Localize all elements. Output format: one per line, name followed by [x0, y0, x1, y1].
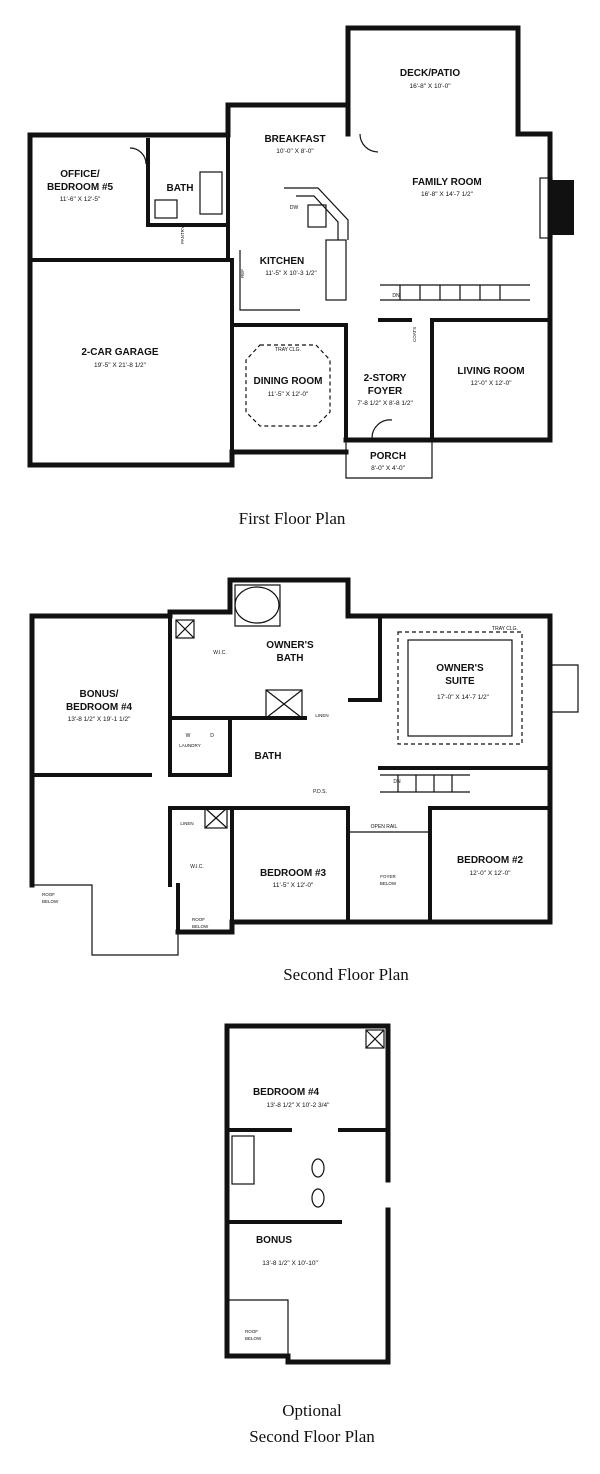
optional-bonus-label: BONUS: [256, 1235, 292, 1246]
foyer-label-1: 2-STORY: [364, 373, 407, 384]
optional-caption-2: Second Floor Plan: [249, 1427, 375, 1446]
bedroom5-label: BEDROOM #5: [47, 182, 114, 193]
porch-label: PORCH: [370, 451, 406, 462]
second-floor-stair-dn: DN: [393, 779, 401, 785]
garage-dim: 19'-5" X 21'-8 1/2": [94, 362, 147, 369]
optional-bedroom4-label: BEDROOM #4: [253, 1087, 320, 1098]
optional-bonus-dim: 13'-8 1/2" X 10'-10": [262, 1260, 318, 1267]
deck-patio-dim: 16'-8" X 10'-0": [409, 83, 451, 90]
roof-below-right-1: ROOF: [192, 917, 205, 922]
family-room-label: FAMILY ROOM: [412, 177, 481, 188]
roof-below-right-2: BELOW: [192, 924, 209, 929]
deck-patio-label: DECK/PATIO: [400, 68, 460, 79]
foyer-dim: 7'-8 1/2" X 8'-8 1/2": [357, 400, 413, 407]
first-bath-label: BATH: [166, 183, 193, 194]
owners-suite-label-2: SUITE: [445, 676, 475, 687]
living-room-label: LIVING ROOM: [457, 366, 524, 377]
open-rail-label: OPEN RAIL: [371, 824, 398, 830]
optional-roof-label: ROOF: [245, 1329, 258, 1334]
foyer-below-label-1: FOYER: [380, 874, 396, 879]
roof-below-left-2: BELOW: [42, 899, 59, 904]
second-floor-plan: [29, 577, 579, 956]
optional-floor-plan: [224, 1023, 391, 1365]
pantry-label: PANTRY: [180, 226, 185, 244]
suite-tray-note: TRAY CLG.: [492, 626, 518, 632]
owners-bath-label-1: OWNER'S: [266, 640, 314, 651]
owners-wic-label: W.I.C.: [213, 650, 227, 656]
dining-room-label: DINING ROOM: [254, 376, 323, 387]
ref-label: REF: [240, 269, 245, 278]
coats-label: COATS: [412, 327, 417, 342]
second-floor-caption: Second Floor Plan: [283, 965, 409, 984]
bonus4-label-2: BEDROOM #4: [66, 702, 133, 713]
garage-label: 2-CAR GARAGE: [81, 347, 159, 358]
first-floor-caption: First Floor Plan: [239, 509, 346, 528]
breakfast-dim: 10'-0" X 8'-0": [276, 148, 314, 155]
dining-room-dim: 11'-5" X 12'-0": [268, 391, 309, 398]
owners-bath-label-2: BATH: [276, 653, 303, 664]
porch-dim: 8'-0" X 4'-0": [371, 465, 406, 472]
washer-label: W: [186, 733, 191, 739]
bonus4-label-1: BONUS/: [80, 689, 119, 700]
living-room-dim: 12'-0" X 12'-0": [470, 380, 512, 387]
linen-label-upper: LINEN: [315, 713, 328, 718]
laundry-label: LAUNDRY: [179, 743, 200, 748]
dishwasher-label: DW: [290, 205, 299, 211]
optional-below-label: BELOW: [245, 1336, 262, 1341]
dryer-label: D: [210, 733, 214, 739]
pds-label: P.D.S.: [313, 789, 327, 795]
kitchen-dim: 11'-5" X 10'-3 1/2": [265, 270, 317, 277]
owners-suite-dim: 17'-0" X 14'-7 1/2": [437, 694, 490, 701]
kitchen-label: KITCHEN: [260, 256, 304, 267]
bonus4-dim: 13'-8 1/2" X 19'-1 1/2": [68, 716, 131, 723]
family-room-dim: 16'-8" X 14'-7 1/2": [421, 191, 474, 198]
second-bath-label: BATH: [254, 751, 281, 762]
hall-wic-label: W.I.C.: [190, 864, 204, 870]
bedroom2-dim: 12'-0" X 12'-0": [469, 870, 511, 877]
foyer-below-label-2: BELOW: [380, 881, 397, 886]
optional-caption-1: Optional: [282, 1401, 342, 1420]
breakfast-label: BREAKFAST: [264, 134, 325, 145]
office-label: OFFICE/: [60, 169, 100, 180]
owners-suite-label-1: OWNER'S: [436, 663, 484, 674]
linen-label-hall: LINEN: [180, 821, 193, 826]
optional-bedroom4-dim: 13'-8 1/2" X 10'-2 3/4": [267, 1102, 330, 1109]
bedroom3-label: BEDROOM #3: [260, 868, 327, 879]
roof-below-left-1: ROOF: [42, 892, 55, 897]
first-floor-plan: [27, 25, 574, 479]
bedroom3-dim: 11'-5" X 12'-0": [273, 882, 314, 889]
foyer-label-2: FOYER: [368, 386, 403, 397]
office-dim: 11'-6" X 12'-5": [60, 196, 101, 203]
dining-tray-note: TRAY CLG.: [275, 347, 301, 353]
bedroom2-label: BEDROOM #2: [457, 855, 524, 866]
first-floor-stair-dn: DN: [392, 293, 400, 299]
